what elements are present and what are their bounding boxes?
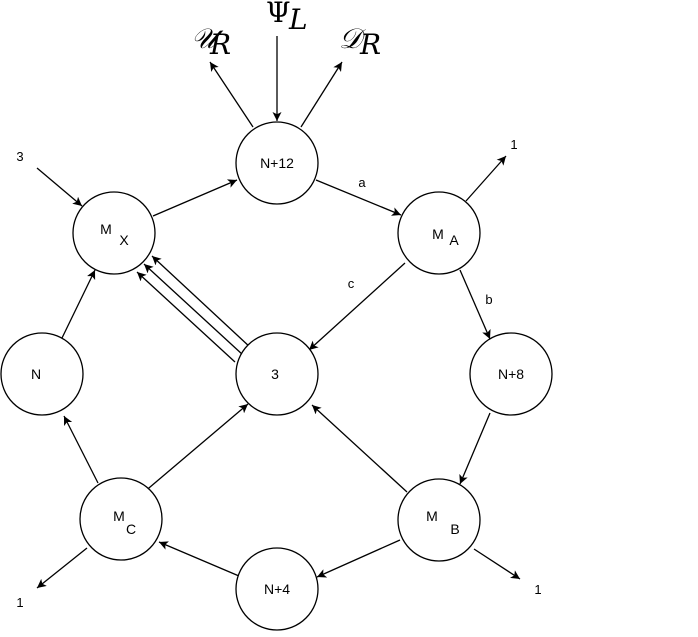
node-mx-label: M bbox=[100, 221, 112, 237]
edge-mx-to-n12 bbox=[152, 179, 238, 217]
output-label-mb: 1 bbox=[534, 582, 541, 597]
output-label-mc: 1 bbox=[16, 595, 23, 610]
edge-c3-to-mx-1 bbox=[136, 271, 236, 363]
node-n12-label: N+12 bbox=[260, 155, 294, 171]
node-mb-sub: B bbox=[450, 521, 459, 537]
dr-sub-label: R bbox=[359, 28, 381, 61]
node-n8[interactable]: N+8 bbox=[469, 332, 553, 416]
edge-out-ur bbox=[209, 61, 254, 128]
node-n12[interactable]: N+12 bbox=[235, 121, 319, 205]
node-mx-sub: X bbox=[119, 232, 129, 248]
edge-out-mb bbox=[473, 548, 521, 580]
node-ma-sub: A bbox=[449, 232, 459, 248]
edge-out-ma bbox=[465, 155, 507, 202]
edges bbox=[36, 36, 521, 589]
node-ma-label: M bbox=[432, 226, 444, 242]
edge-mc-to-n bbox=[63, 415, 99, 484]
node-n4[interactable]: N+4 bbox=[235, 547, 319, 631]
node-ma[interactable]: M A bbox=[397, 191, 481, 275]
node-n-label: N bbox=[31, 366, 41, 382]
psi-label: Ψ bbox=[266, 0, 291, 29]
node-mb[interactable]: M B bbox=[397, 478, 481, 562]
edge-n-to-mx bbox=[61, 269, 96, 339]
node-mx[interactable]: M X bbox=[72, 191, 156, 275]
output-label-ma: 1 bbox=[510, 137, 517, 152]
ur-sub-label: R bbox=[209, 28, 231, 61]
input-label-mx: 3 bbox=[16, 149, 23, 164]
edge-c3-to-mx-2 bbox=[143, 263, 244, 356]
edge-label-b: b bbox=[485, 292, 492, 307]
node-c3-label: 3 bbox=[271, 366, 279, 382]
edge-n8-to-mb bbox=[459, 412, 491, 485]
edge-mc-to-c3 bbox=[142, 403, 249, 494]
edge-mb-to-c3 bbox=[311, 404, 408, 493]
node-n4-label: N+4 bbox=[264, 581, 290, 597]
edge-ma-to-c3 bbox=[308, 262, 406, 351]
node-mc-label: M bbox=[113, 508, 125, 524]
edge-labels: a b c bbox=[348, 175, 493, 307]
edge-out-mc bbox=[36, 547, 88, 589]
node-n8-label: N+8 bbox=[498, 366, 524, 382]
node-c3[interactable]: 3 bbox=[235, 332, 319, 416]
edge-label-a: a bbox=[358, 175, 366, 190]
edge-out-dr bbox=[300, 61, 343, 128]
node-mb-label: M bbox=[426, 508, 438, 524]
edge-c3-to-mx-3 bbox=[151, 255, 252, 349]
node-mc-sub: C bbox=[126, 521, 136, 537]
edge-label-c: c bbox=[348, 276, 355, 291]
node-n[interactable]: N bbox=[0, 332, 84, 416]
edge-ma-to-n8 bbox=[459, 269, 491, 340]
node-mc[interactable]: M C bbox=[79, 477, 163, 561]
nodes: N+12 M X M A N 3 N+8 M C bbox=[0, 121, 553, 631]
edge-mb-to-n4 bbox=[316, 539, 401, 578]
psi-sub-label: L bbox=[288, 3, 308, 36]
edge-n4-to-mc bbox=[158, 541, 240, 577]
external-labels: 𝒰 R Ψ L 𝒟 R 3 1 1 1 bbox=[16, 0, 541, 610]
edge-in-mx bbox=[36, 167, 83, 207]
edge-n12-to-ma bbox=[315, 179, 402, 216]
